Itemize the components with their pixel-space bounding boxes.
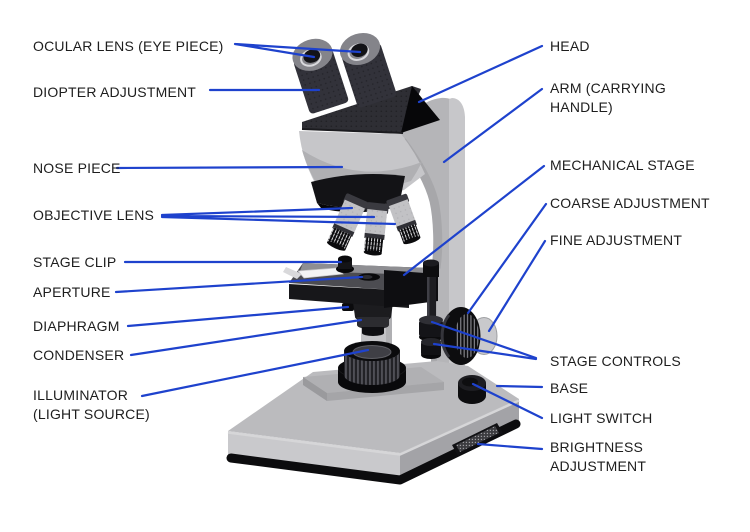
leader-line-stage-controls bbox=[430, 320, 538, 361]
leader-line-illuminator bbox=[140, 348, 370, 398]
illuminator-part bbox=[338, 341, 406, 393]
label-light-switch: LIGHT SWITCH bbox=[550, 410, 653, 426]
label-aperture: APERTURE bbox=[33, 284, 111, 300]
leader-line-aperture bbox=[114, 275, 364, 294]
label-base: BASE bbox=[550, 380, 589, 396]
leader-line-light-switch bbox=[471, 382, 544, 420]
leader-line-coarse-adjustment bbox=[466, 202, 548, 315]
label-fine-adjustment: FINE ADJUSTMENT bbox=[550, 232, 683, 248]
label-nose-piece: NOSE PIECE bbox=[33, 160, 121, 176]
label-head: HEAD bbox=[550, 38, 590, 54]
label-brightness-adjustment: BRIGHTNESS ADJUSTMENT bbox=[550, 439, 647, 474]
label-stage-clip: STAGE CLIP bbox=[33, 254, 117, 270]
eyepiece-left bbox=[292, 38, 349, 114]
label-diaphragm: DIAPHRAGM bbox=[33, 318, 120, 334]
objective-right bbox=[386, 193, 421, 245]
label-arm: ARM (CARRYING HANDLE) bbox=[550, 80, 666, 115]
leader-line-mechanical-stage bbox=[402, 164, 546, 277]
leader-line-ocular-lens bbox=[233, 42, 362, 59]
head-part bbox=[301, 86, 440, 134]
label-condenser: CONDENSER bbox=[33, 347, 125, 363]
label-objective-lens: OBJECTIVE LENS bbox=[33, 207, 155, 223]
label-mechanical-stage: MECHANICAL STAGE bbox=[550, 157, 695, 173]
leader-line-head bbox=[417, 44, 544, 104]
label-ocular-lens: OCULAR LENS (EYE PIECE) bbox=[33, 38, 224, 54]
leader-line-objective-lens bbox=[160, 206, 397, 226]
microscope-body bbox=[226, 32, 521, 485]
leader-line-nose-piece bbox=[115, 165, 344, 170]
label-stage-controls: STAGE CONTROLS bbox=[550, 353, 681, 369]
label-illuminator: ILLUMINATOR (LIGHT SOURCE) bbox=[33, 387, 150, 422]
leader-lines bbox=[114, 42, 548, 451]
leader-line-brightness-adjustment bbox=[476, 442, 544, 451]
leader-line-arm bbox=[442, 87, 544, 164]
brightness-adjustment-part bbox=[452, 423, 503, 456]
nose-piece-part bbox=[299, 131, 425, 213]
eyepiece-right bbox=[339, 32, 397, 108]
leader-line-base bbox=[495, 384, 544, 389]
leader-line-diaphragm bbox=[126, 305, 350, 328]
leader-line-condenser bbox=[129, 318, 363, 357]
label-coarse-adjustment: COARSE ADJUSTMENT bbox=[550, 195, 710, 211]
label-diopter-adjustment: DIOPTER ADJUSTMENT bbox=[33, 84, 197, 100]
stage-part bbox=[283, 255, 438, 308]
leader-line-fine-adjustment bbox=[487, 239, 547, 333]
